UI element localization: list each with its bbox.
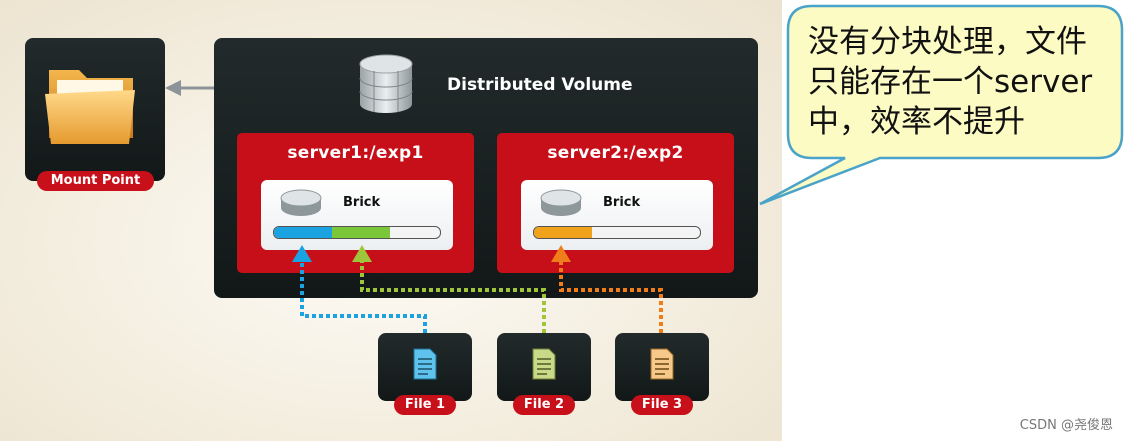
server-2-usage-bar — [533, 226, 701, 239]
server-1-usage-bar — [273, 226, 441, 239]
file-3-label: File 3 — [631, 395, 693, 415]
document-icon — [413, 348, 437, 380]
database-icon — [359, 54, 413, 113]
distributed-volume-box: Distributed Volume server1:/exp1 Brick s… — [214, 38, 758, 298]
file-1-label: File 1 — [394, 395, 456, 415]
server-2-title: server2:/exp2 — [547, 143, 684, 163]
file-1-segment — [274, 227, 333, 238]
server-1-brick: Brick — [261, 180, 453, 250]
watermark: CSDN @尧俊恩 — [1019, 418, 1113, 433]
volume-title: Distributed Volume — [447, 75, 633, 95]
file-2-box — [497, 333, 591, 401]
file-1-box — [378, 333, 472, 401]
disk-icon — [280, 189, 322, 216]
callout-text: 没有分块处理，文件只能存在一个server中，效率不提升 — [808, 24, 1093, 140]
file-3-segment — [534, 227, 593, 238]
server-1-title: server1:/exp1 — [287, 143, 424, 163]
document-icon — [650, 348, 674, 380]
server-1-brick-label: Brick — [343, 195, 381, 210]
document-icon — [532, 348, 556, 380]
mount-point-box — [25, 38, 165, 181]
disk-icon — [540, 189, 582, 216]
file-2-segment — [332, 227, 391, 238]
server-2-brick-label: Brick — [603, 195, 641, 210]
file-3-box — [615, 333, 709, 401]
folder-icon — [45, 70, 135, 144]
mount-point-label: Mount Point — [37, 171, 154, 191]
file-2-label: File 2 — [513, 395, 575, 415]
server-2-panel: server2:/exp2 Brick — [497, 133, 734, 273]
diagram-canvas: Mount Point Distributed Volume server1:/… — [0, 0, 782, 441]
server-2-brick: Brick — [521, 180, 713, 250]
